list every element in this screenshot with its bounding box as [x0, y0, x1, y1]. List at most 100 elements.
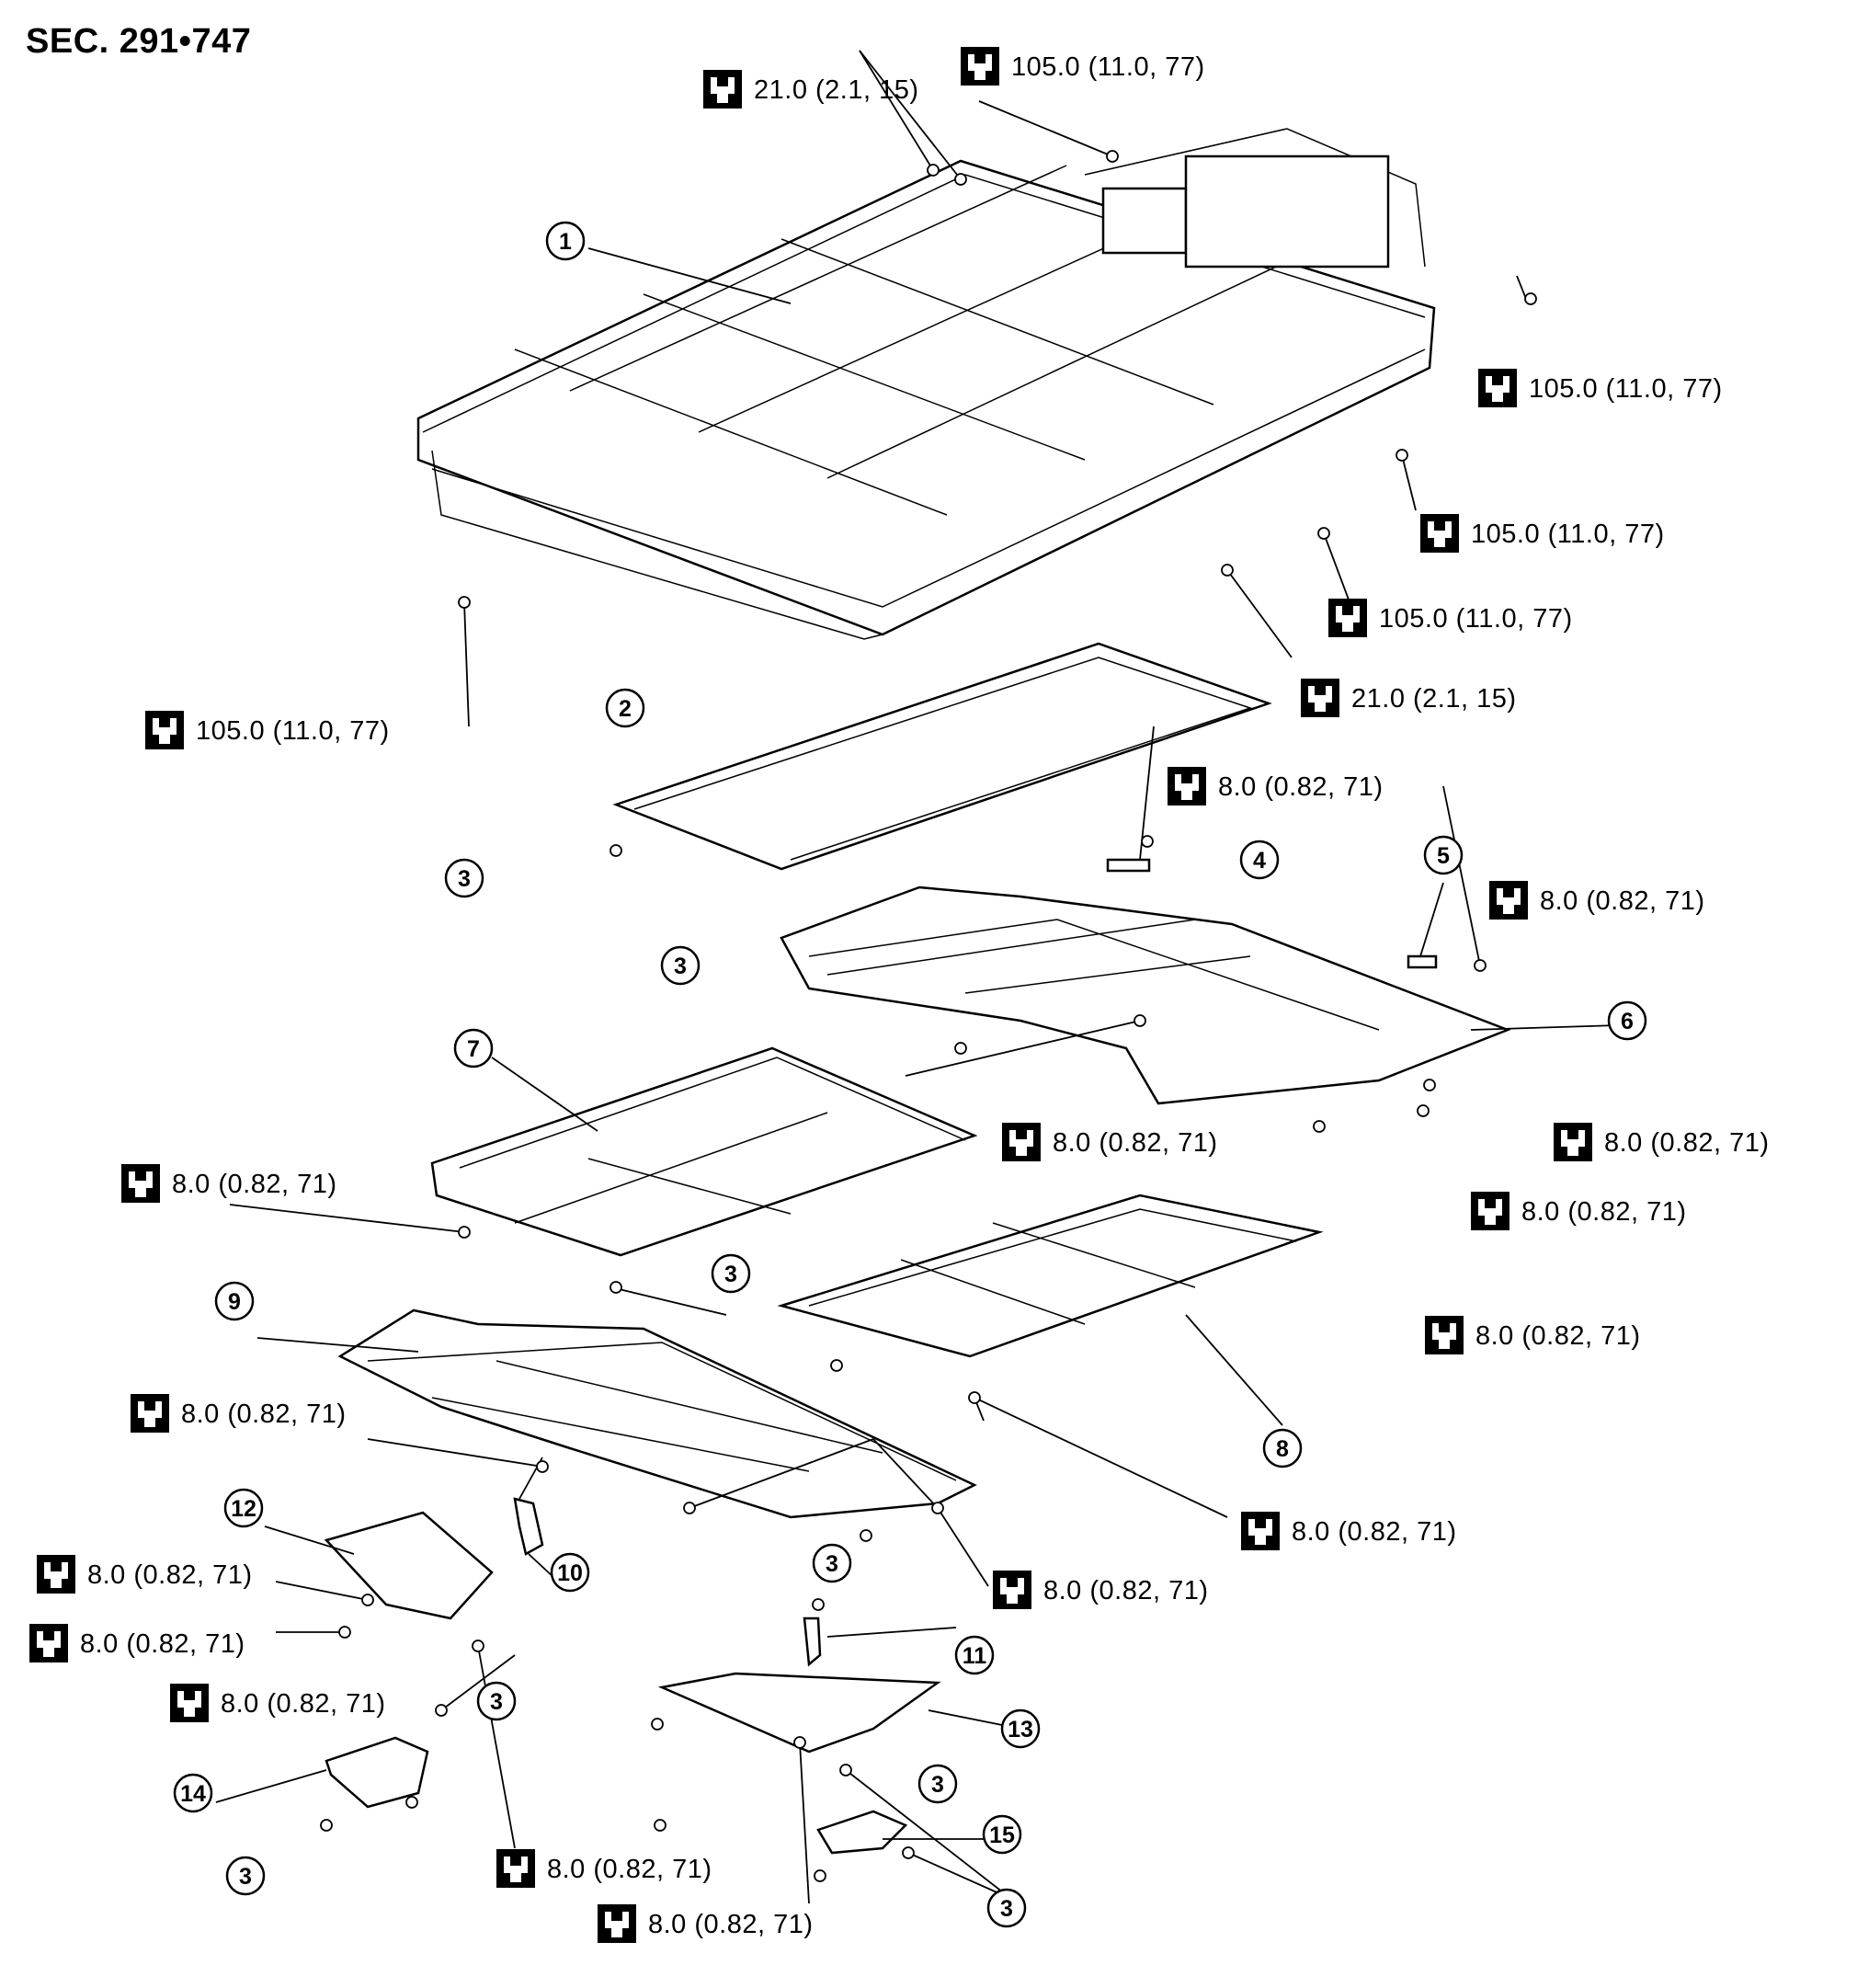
bolt: [1221, 564, 1234, 577]
leader-line: [859, 50, 934, 171]
battery-pack-outline: [416, 159, 1436, 636]
torque-wrench-icon: [1168, 767, 1206, 805]
bolt: [338, 1626, 351, 1639]
bolt: [931, 1502, 944, 1514]
torque-label: 21.0 (2.1, 15): [1301, 679, 1517, 717]
part-callout-3: 3: [476, 1681, 517, 1721]
leader-line: [1470, 1024, 1619, 1031]
undercover-8-outline-detail: [808, 1208, 1297, 1307]
torque-label: 8.0 (0.82, 71): [598, 1904, 813, 1943]
bolt: [361, 1594, 374, 1606]
leader-line: [1185, 1314, 1283, 1426]
callout-circle: [1607, 1000, 1647, 1041]
bolt: [902, 1846, 915, 1859]
torque-spec-text: 8.0 (0.82, 71): [80, 1629, 245, 1659]
callout-number: 3: [931, 1772, 944, 1798]
torque-wrench-icon: [1478, 369, 1517, 407]
part-callout-14: 14: [173, 1773, 213, 1813]
bolt: [793, 1736, 806, 1749]
leader-line: [215, 1769, 327, 1803]
leader-line: [477, 1645, 516, 1849]
torque-spec-text: 105.0 (11.0, 77): [1471, 520, 1665, 549]
part-callout-6: 6: [1607, 1000, 1647, 1041]
torque-spec-text: 8.0 (0.82, 71): [1475, 1321, 1641, 1351]
part-callout-15: 15: [982, 1814, 1022, 1855]
callout-circle: [225, 1856, 266, 1896]
part-outlines: [324, 128, 1511, 1855]
bolt: [1317, 527, 1330, 540]
part-callout-3: 3: [812, 1543, 852, 1583]
undercover-6-outline-detail: [964, 955, 1251, 994]
leader-line: [905, 1020, 1141, 1077]
leader-line: [610, 1286, 727, 1316]
leader-line: [463, 601, 470, 727]
part-callout-11: 11: [954, 1635, 995, 1675]
bolt: [839, 1764, 852, 1777]
bolt: [830, 1359, 843, 1372]
bolt: [435, 1704, 448, 1717]
torque-label: 105.0 (11.0, 77): [1328, 599, 1572, 637]
torque-label: 8.0 (0.82, 71): [1168, 767, 1383, 805]
torque-spec-text: 21.0 (2.1, 15): [1351, 684, 1517, 714]
undercover-7-outline-detail: [587, 1158, 792, 1215]
cover-14-outline: [325, 1736, 429, 1809]
torque-wrench-icon: [121, 1164, 160, 1203]
torque-wrench-icon: [1002, 1123, 1041, 1161]
bolt: [954, 1042, 967, 1055]
callout-number: 7: [467, 1036, 480, 1062]
part-callout-3: 3: [917, 1764, 958, 1804]
callout-number: 6: [1621, 1009, 1634, 1034]
torque-labels: 21.0 (2.1, 15) 105.0 (11.0, 77) 105.0 (11.…: [29, 47, 1770, 1943]
undercover-6-outline: [780, 885, 1511, 1105]
callout-number: 3: [674, 954, 687, 979]
torque-label: 8.0 (0.82, 71): [1241, 1512, 1456, 1550]
torque-label: 21.0 (2.1, 15): [703, 70, 918, 109]
battery-pack-outline-detail: [569, 165, 1067, 392]
callout-circle: [545, 221, 586, 261]
bolt: [458, 596, 471, 609]
leader-line: [978, 100, 1113, 157]
bolt: [405, 1796, 418, 1809]
leader-line: [587, 247, 792, 304]
torque-label: 8.0 (0.82, 71): [131, 1394, 346, 1433]
torque-spec-text: 8.0 (0.82, 71): [172, 1170, 337, 1199]
bolt: [1396, 449, 1408, 462]
bolt: [812, 1598, 825, 1611]
callout-number: 3: [724, 1262, 737, 1287]
callout-circle: [982, 1814, 1022, 1855]
part-callout-13: 13: [1000, 1708, 1041, 1749]
callout-number: 3: [458, 866, 471, 892]
torque-wrench-icon: [496, 1849, 535, 1888]
callout-number: 13: [1008, 1717, 1033, 1742]
torque-spec-text: 105.0 (11.0, 77): [196, 716, 390, 746]
torque-label: 8.0 (0.82, 71): [1425, 1316, 1641, 1354]
leader-line: [872, 1438, 939, 1509]
leader-line: [275, 1581, 369, 1601]
cover-12-outline: [324, 1511, 494, 1620]
cover-plate-outline: [612, 642, 1272, 871]
bolt: [651, 1718, 664, 1731]
bracket-10-outline: [513, 1497, 544, 1556]
undercover-9-outline-detail: [496, 1360, 883, 1454]
leader-line: [491, 1057, 598, 1132]
callout-circle: [986, 1888, 1027, 1928]
bolt: [610, 1281, 622, 1294]
part-callout-12: 12: [223, 1488, 264, 1528]
bolt: [1313, 1120, 1326, 1133]
torque-wrench-icon: [1241, 1512, 1280, 1550]
torque-spec-text: 8.0 (0.82, 71): [1604, 1128, 1770, 1158]
part-callout-3: 3: [444, 858, 484, 898]
undercover-8-outline-detail: [992, 1222, 1196, 1288]
torque-label: 8.0 (0.82, 71): [170, 1684, 385, 1722]
torque-wrench-icon: [1425, 1316, 1464, 1354]
torque-label: 8.0 (0.82, 71): [1554, 1123, 1770, 1161]
torque-wrench-icon: [1301, 679, 1339, 717]
undercover-9-outline: [337, 1308, 977, 1519]
leader-line: [1419, 882, 1444, 957]
bolt: [860, 1529, 872, 1542]
bolt: [610, 844, 622, 857]
bolt: [1474, 959, 1487, 972]
callout-circle: [1239, 840, 1280, 880]
torque-wrench-icon: [37, 1555, 75, 1594]
